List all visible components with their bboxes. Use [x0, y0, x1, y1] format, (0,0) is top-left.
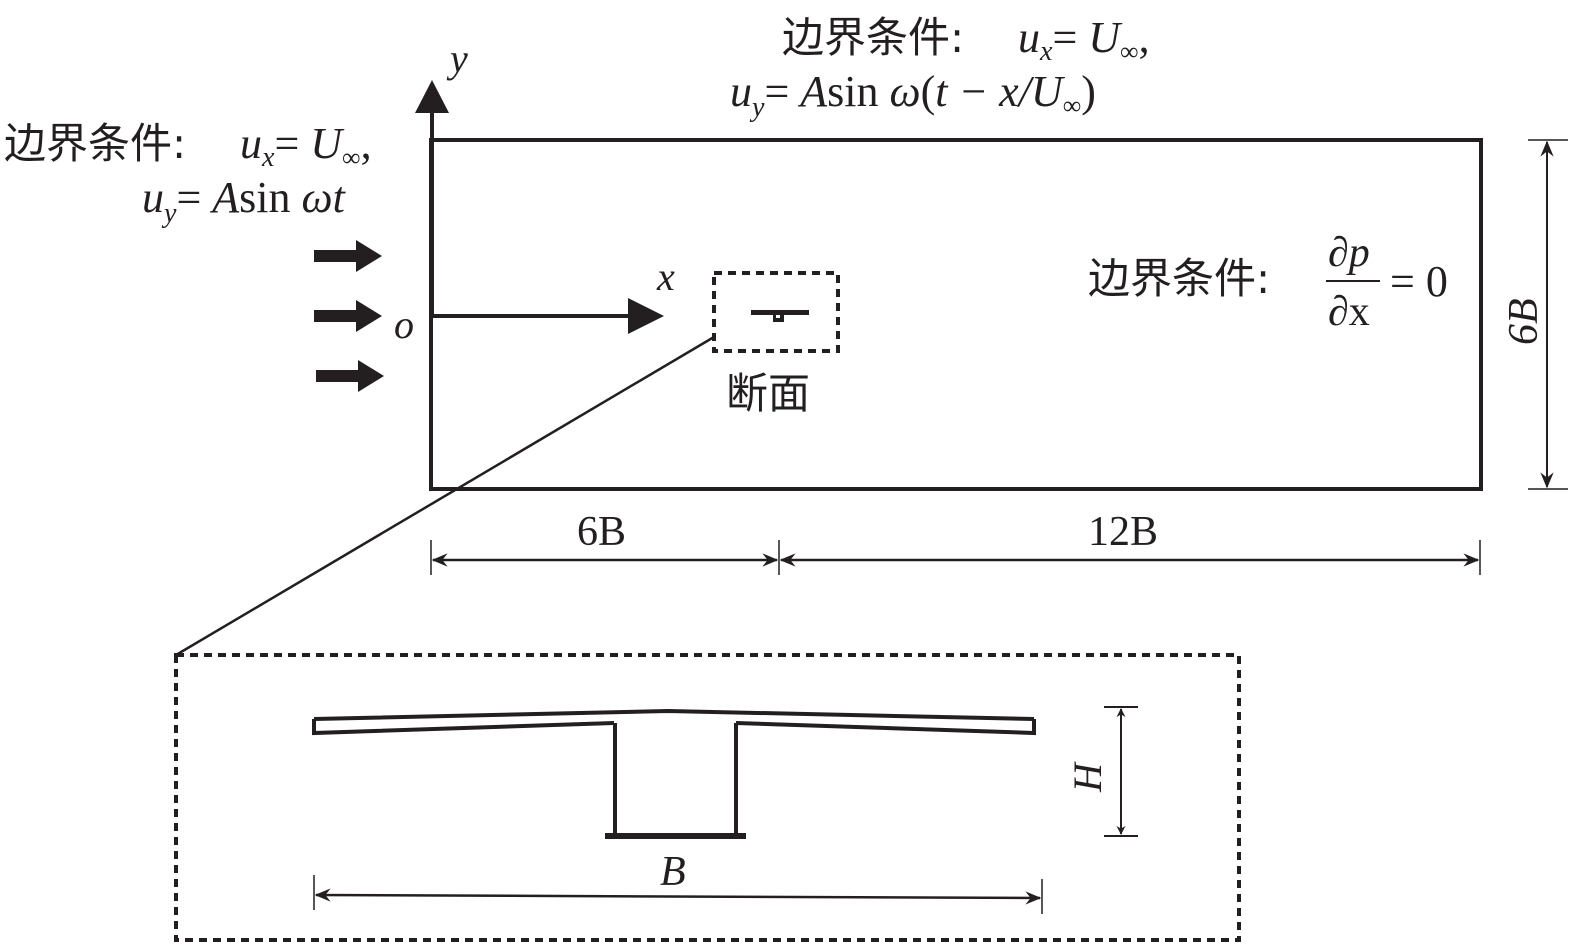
inlet-condition-prefix: 边界条件: — [4, 119, 186, 168]
flow-arrow — [314, 300, 382, 332]
y-axis-arrowhead — [415, 80, 449, 113]
deck-top-surface — [313, 708, 1035, 721]
outlet-condition-prefix: 边界条件: — [1088, 254, 1270, 303]
y-axis-label: y — [446, 36, 468, 81]
outlet-condition-numerator: ∂p — [1328, 230, 1370, 276]
deck-width-label: B — [660, 849, 686, 895]
detail-dashed-box — [174, 653, 1241, 942]
deck-height-dimension: H — [1065, 706, 1138, 837]
leader-line — [175, 335, 715, 657]
bridge-deck-section — [312, 708, 1036, 839]
outlet-boundary-condition: 边界条件: ∂p ∂x = 0 — [1088, 230, 1448, 335]
section-marker: 断面 — [712, 271, 840, 418]
dim-height-label: 6B — [1501, 298, 1547, 345]
dim-upstream-label: 6B — [577, 509, 626, 555]
top-condition-line1: ux= U∞, — [1018, 13, 1150, 67]
flow-arrows — [314, 240, 384, 392]
section-label: 断面 — [726, 369, 810, 418]
inlet-boundary-condition: 边界条件: ux= U∞, uy= Asin ωt — [4, 119, 372, 229]
inlet-condition-line2: uy= Asin ωt — [142, 173, 347, 229]
y-axis: y — [415, 36, 468, 315]
x-axis-arrowhead — [628, 298, 664, 334]
deck-height-label: H — [1065, 761, 1110, 793]
deck-right-flange — [735, 719, 1036, 736]
top-condition-prefix: 边界条件: — [782, 13, 964, 62]
dim-downstream-label: 12B — [1088, 509, 1158, 555]
deck-left-flange — [312, 719, 615, 736]
x-axis-label: x — [656, 254, 675, 299]
outlet-condition-rhs: = 0 — [1390, 257, 1448, 306]
outlet-condition-denominator: ∂x — [1328, 289, 1370, 335]
section-dashed-box — [712, 271, 840, 353]
flow-arrow — [314, 240, 382, 272]
top-condition-line2: uy= Asin ω(t − x/U∞) — [730, 67, 1096, 123]
x-axis: x o — [394, 254, 675, 347]
inlet-condition-line1: ux= U∞, — [240, 119, 372, 173]
flow-arrow — [316, 360, 384, 392]
vertical-dimension: 6B — [1501, 139, 1568, 490]
deck-width-dimension: B — [313, 849, 1043, 914]
top-boundary-condition: 边界条件: ux= U∞, uy= Asin ω(t − x/U∞) — [730, 13, 1150, 123]
horizontal-dimensions: 6B 12B — [430, 509, 1481, 575]
origin-label: o — [394, 302, 414, 347]
